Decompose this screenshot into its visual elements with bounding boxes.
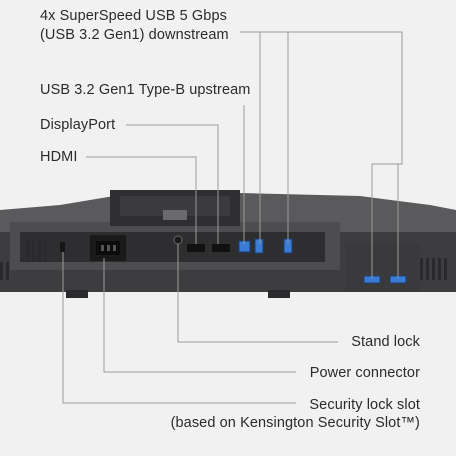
side-port-recess	[345, 244, 420, 292]
label-stand-lock: Stand lock	[351, 334, 420, 350]
left-vent	[26, 240, 47, 262]
displayport-leader	[126, 124, 219, 244]
security-slot-leader	[62, 252, 296, 404]
hdmi-leader	[86, 156, 197, 244]
stand-neck-inner	[120, 196, 230, 216]
usb-downstream-port-1	[254, 238, 264, 254]
left-foot	[66, 290, 88, 298]
power-connector-leader	[103, 258, 296, 373]
far-right-vent	[0, 262, 9, 280]
label-usb-downstream-line1: 4x SuperSpeed USB 5 Gbps	[40, 8, 227, 24]
label-hdmi: HDMI	[40, 149, 78, 165]
stand-hinge	[163, 210, 187, 220]
label-displayport: DisplayPort	[40, 117, 116, 133]
stand-lock-leader	[177, 244, 338, 343]
port-bay-shadow	[20, 232, 325, 262]
security-lock-slot-port	[60, 242, 65, 252]
usb-downstream-leader-4	[397, 163, 402, 278]
label-security-slot-line2: (based on Kensington Security Slot™)	[170, 415, 420, 431]
label-security-slot-line1: Security lock slot	[309, 397, 420, 413]
power-connector-port	[90, 235, 126, 261]
label-usb-downstream-line2: (USB 3.2 Gen1) downstream	[40, 27, 229, 43]
label-usb-upstream: USB 3.2 Gen1 Type-B upstream	[40, 82, 251, 98]
stand-lock-port	[173, 235, 183, 245]
right-foot	[268, 290, 290, 298]
hdmi-port	[187, 244, 205, 252]
displayport-port	[212, 244, 230, 252]
right-vent	[420, 258, 447, 280]
label-power-connector: Power connector	[309, 365, 420, 381]
